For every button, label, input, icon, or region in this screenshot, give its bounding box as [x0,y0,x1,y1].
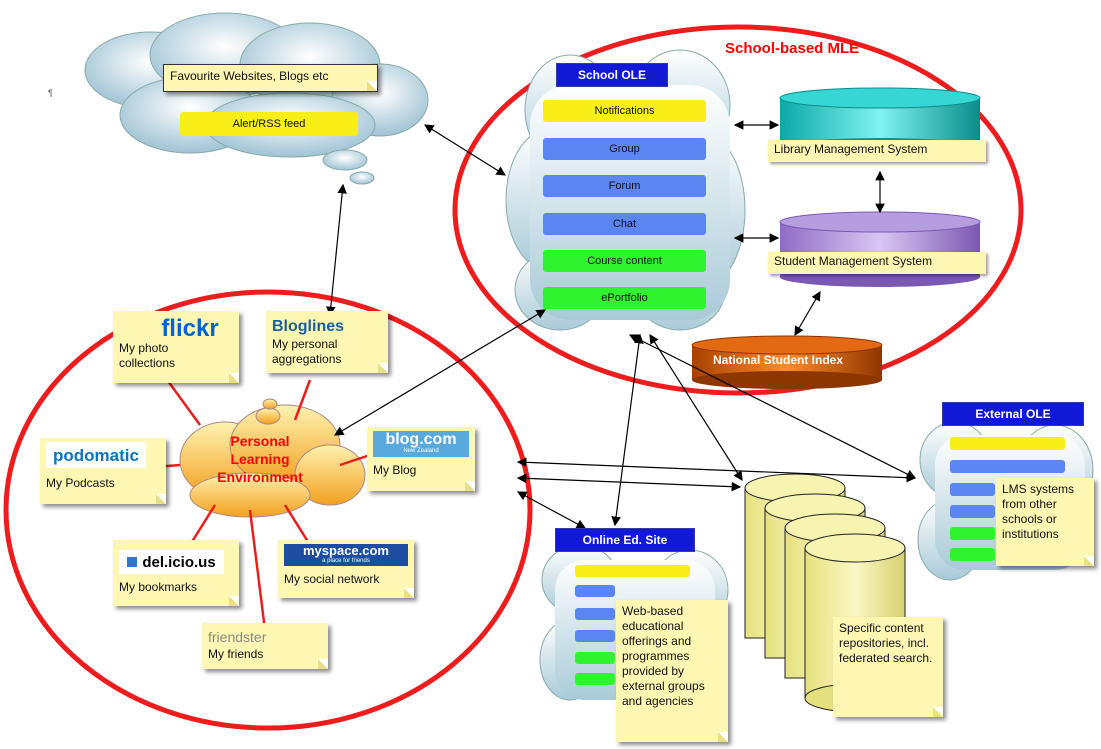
myspace-logo: myspace.com a place for friends [284,544,408,566]
flickr-logo: flickr [161,314,219,342]
bloglines-caption: My personal aggregations [272,337,342,366]
external-ole-tag: External OLE [942,402,1084,426]
websites-note: Favourite Websites, Blogs etc [163,64,378,92]
mle-item-course-content[interactable]: Course content [543,250,706,272]
external-bar-2 [950,460,1065,473]
student-mgmt-label: Student Management System [768,252,986,274]
repositories-note: Specific content repositories, incl. fed… [833,617,943,717]
websites-label: Favourite Websites, Blogs etc [170,69,329,83]
online-ed-note: Web-based educational offerings and prog… [616,600,728,742]
flickr-note[interactable]: flickr My photo collections [113,311,239,383]
podomatic-logo: podomatic [46,442,146,468]
delicious-note[interactable]: del.icio.us My bookmarks [113,540,239,606]
podomatic-note[interactable]: podomatic My Podcasts [40,438,166,504]
mle-item-eportfolio[interactable]: ePortfolio [543,287,706,309]
blog-caption: My Blog [373,463,417,477]
bloglines-logo: Bloglines [272,317,345,335]
mle-item-group[interactable]: Group [543,138,706,160]
podomatic-caption: My Podcasts [46,476,115,490]
myspace-caption: My social network [284,572,380,586]
online-bar-2 [575,585,615,597]
online-bar-5 [575,652,615,664]
mle-item-forum[interactable]: Forum [543,175,706,197]
student-cylinder [779,211,981,287]
external-bar-5 [950,527,995,540]
online-bar-3 [575,608,615,620]
external-bar-3 [950,483,995,496]
delicious-caption: My bookmarks [119,580,198,594]
blog-note[interactable]: blog.com New Zealand My Blog [367,427,475,491]
blog-logo: blog.com New Zealand [373,431,469,457]
online-bar-1 [575,565,690,577]
mle-item-notifications[interactable]: Notifications [543,100,706,122]
external-bar-1 [950,437,1065,450]
delicious-icon [127,557,138,567]
nsi-label: National Student Index [713,353,844,367]
bloglines-note[interactable]: Bloglines My personal aggregations [266,311,388,373]
external-bar-6 [950,548,995,561]
mle-item-chat[interactable]: Chat [543,213,706,235]
friendster-note[interactable]: friendster My friends [202,623,328,669]
pilcrow-mark: ¶ [48,88,53,98]
online-ed-tag: Online Ed. Site [555,528,695,552]
ple-cloud [179,398,366,518]
friendster-logo: friendster [208,628,267,645]
online-bar-4 [575,630,615,642]
flickr-caption: My photo collections [119,341,176,370]
school-ole-tag: School OLE [556,63,668,87]
delicious-logo: del.icio.us [119,550,224,574]
external-bar-4 [950,505,995,518]
ple-title: Personal Learning Environment [217,433,303,485]
mle-title: School-based MLE [725,40,860,57]
external-ole-note: LMS systems from other schools or instit… [996,478,1094,566]
connector-arrows [326,120,917,529]
top-cloud [84,12,429,185]
online-bar-6 [575,673,615,685]
library-label: Library Management System [768,140,986,162]
friendster-caption: My friends [208,647,264,661]
rss-bar[interactable]: Alert/RSS feed [180,112,358,136]
myspace-note[interactable]: myspace.com a place for friends My socia… [278,540,414,598]
